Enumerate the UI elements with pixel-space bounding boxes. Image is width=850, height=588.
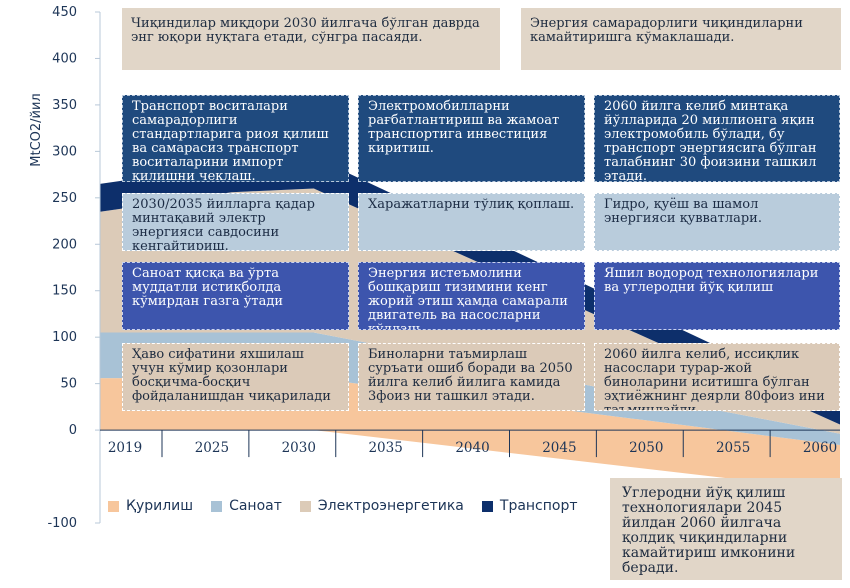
legend-item-transport: Транспорт <box>481 498 578 514</box>
y-tick-label: 400 <box>52 51 77 66</box>
annotation-coal-to-gas: Саноат қисқа ва ўрта муддатли истиқболда… <box>122 262 349 330</box>
y-tick-label: 50 <box>60 377 77 392</box>
legend-label-industry: Саноат <box>229 498 282 514</box>
legend-swatch-transport <box>481 500 493 512</box>
x-tick-label: 2055 <box>716 440 750 456</box>
legend-item-buildings: Қурилиш <box>108 498 193 514</box>
annotation-vehicle-standards: Транспорт воситалари самарадорлиги станд… <box>122 95 349 182</box>
y-tick-label: 200 <box>52 237 77 252</box>
annotation-peak-2030: Чиқиндилар миқдори 2030 йилгача бўлган д… <box>122 8 500 70</box>
annotation-heat-pumps: 2060 йилга келиб, иссиқлик насослари тур… <box>594 343 840 411</box>
legend-label-power: Электроэнергетика <box>317 498 464 514</box>
y-tick-label: 300 <box>52 144 77 159</box>
annotation-coal-boilers: Ҳаво сифатини яхшилаш учун кўмир қозонла… <box>122 343 349 411</box>
annotation-energy-management: Энергия истеъмолини бошқариш тизимини ке… <box>358 262 585 330</box>
legend-label-buildings: Қурилиш <box>126 498 194 514</box>
annotation-green-hydrogen: Яшил водород технологиялари ва углеродни… <box>594 262 840 330</box>
y-tick-label: 350 <box>52 98 77 113</box>
legend-item-industry: Саноат <box>211 498 282 514</box>
x-tick-label: 2035 <box>368 440 402 456</box>
annotation-cost-recovery: Харажатларни тўлиқ қоплаш. <box>358 193 585 251</box>
legend-swatch-power <box>299 500 311 512</box>
annotation-renewables: Гидро, қуёш ва шамол энергияси қувватлар… <box>594 193 840 251</box>
area-transport <box>100 156 840 425</box>
y-tick-label: -100 <box>47 516 77 531</box>
x-tick-label: 2045 <box>542 440 576 456</box>
y-tick-label: 100 <box>52 330 77 345</box>
annotation-ev-incentives: Электромобилларни рағбатлантириш ва жамо… <box>358 95 585 182</box>
annotation-energy-efficiency: Энергия самарадорлиги чиқиндиларни камай… <box>521 8 841 70</box>
y-tick-label: 250 <box>52 191 77 206</box>
annotation-building-renovation: Биноларни таъмирлаш суръати ошиб боради … <box>358 343 585 411</box>
legend-swatch-buildings <box>108 500 119 512</box>
y-tick-label: 0 <box>69 423 77 438</box>
legend: Қурилиш Саноат Электроэнергетика Транспо… <box>108 498 596 514</box>
annotation-carbon-removal: Углеродни йўқ қилиш технологиялари 2045 … <box>610 478 842 580</box>
legend-label-transport: Транспорт <box>499 498 578 514</box>
y-tick-label: 450 <box>52 5 77 20</box>
x-tick-label: 2060 <box>803 440 837 456</box>
y-tick-label: 150 <box>52 284 77 299</box>
y-axis-label: MtCO2/йил <box>29 93 44 166</box>
x-tick-label: 2019 <box>108 440 142 456</box>
legend-swatch-industry <box>211 500 223 512</box>
legend-item-power: Электроэнергетика <box>299 498 464 514</box>
x-tick-label: 2050 <box>629 440 663 456</box>
x-axis: 2019 2025 2030 2035 2040 2045 2050 2055 2060 <box>100 429 840 458</box>
x-tick-label: 2025 <box>195 440 229 456</box>
annotation-power-trade: 2030/2035 йилларга қадар минтақавий элек… <box>122 193 349 251</box>
annotation-ev-2060: 2060 йилга келиб минтақа йўлларида 20 ми… <box>594 95 840 182</box>
x-tick-label: 2030 <box>282 440 316 456</box>
x-tick-label: 2040 <box>455 440 489 456</box>
y-axis: -100 0 50 100 150 200 250 300 350 400 450 <box>47 5 101 531</box>
